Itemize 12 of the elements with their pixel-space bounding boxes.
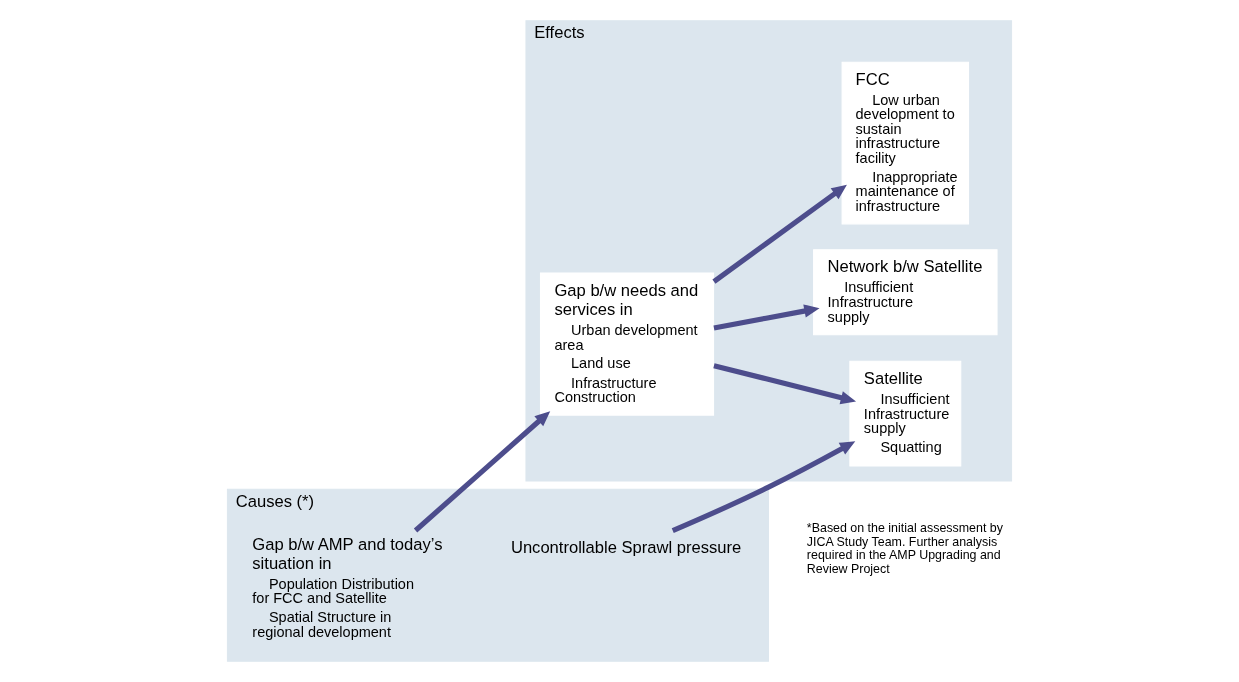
node-box: Network b/w Satellite Insufficient Infrastructure supply	[813, 249, 998, 336]
node-box: Gap b/w needs and services in Urban development area Land use Infrastructure Construction	[539, 272, 715, 416]
label: *Based on the initial assessment by JICA Study Team. Further analysis required in the AMP Upgrading and Review Project	[806, 521, 1003, 576]
node-text: Gap b/w AMP and today’s situation in Population Distribution for FCC and Satellite Spatial Structure in regional development	[252, 535, 443, 640]
node-text: Uncontrollable Sprawl pressure	[510, 538, 742, 558]
arrow	[671, 441, 856, 533]
arrow	[413, 411, 551, 533]
arrow	[713, 304, 820, 331]
node-box: Satellite Insufficient Infrastructure supply Squatting	[849, 360, 962, 467]
arrow	[713, 363, 857, 405]
node-box: FCC Low urban development to sustain infrastructure facility Inappropriate maintenance of infrastructure	[841, 61, 970, 225]
arrow	[712, 184, 847, 284]
